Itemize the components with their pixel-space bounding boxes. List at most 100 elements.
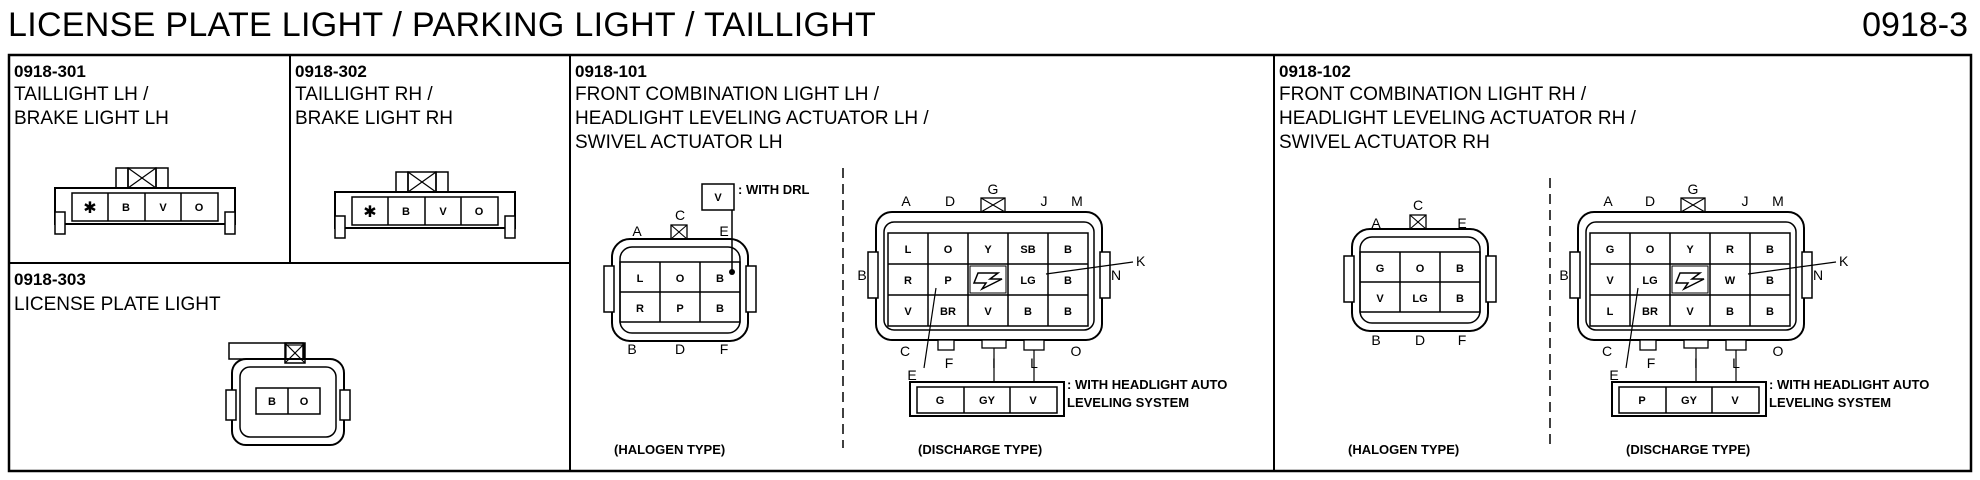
pin-b: B: [1456, 263, 1464, 275]
pos-o: O: [1071, 343, 1082, 359]
pos-f: F: [1647, 355, 1656, 371]
pin-o: O: [1416, 263, 1425, 275]
halogen-caption: (HALOGEN TYPE): [614, 442, 725, 457]
pin-g: G: [1606, 244, 1615, 256]
pin-w: W: [1725, 275, 1736, 287]
pin-b: B: [716, 273, 724, 285]
pin-b: B: [1456, 293, 1464, 305]
auto-level-note-1: : WITH HEADLIGHT AUTO: [1067, 377, 1227, 392]
pos-m: M: [1071, 193, 1083, 209]
pos-c: C: [1602, 343, 1612, 359]
connector-label-line-2: BRAKE LIGHT LH: [14, 108, 169, 129]
connector-label-line-1: FRONT COMBINATION LIGHT LH /: [575, 84, 880, 105]
halogen-connector-rh: A C E G O B V LG B B D F: [1343, 197, 1497, 348]
pin-lg: LG: [1412, 293, 1427, 305]
pin-lg: LG: [1642, 275, 1657, 287]
pin-r: R: [636, 303, 644, 315]
drl-note: : WITH DRL: [738, 182, 810, 197]
pin-br: BR: [1642, 306, 1658, 318]
pin-l: L: [637, 273, 644, 285]
pin-o: O: [300, 396, 309, 408]
pos-j: J: [1742, 193, 1749, 209]
pos-c: C: [675, 207, 685, 223]
pos-e: E: [1457, 215, 1466, 231]
pin-sb: SB: [1020, 244, 1035, 256]
pin-gy: GY: [979, 395, 996, 407]
connector-label-line-1: TAILLIGHT LH /: [14, 84, 149, 105]
pin-v: V: [1029, 395, 1037, 407]
halogen-connector-lh: V : WITH DRL A C E L O B R P B B D: [603, 182, 810, 357]
pos-d: D: [945, 193, 955, 209]
auto-level-note-2: LEVELING SYSTEM: [1067, 395, 1189, 410]
pos-c: C: [900, 343, 910, 359]
connector-label-line-3: SWIVEL ACTUATOR LH: [575, 132, 783, 153]
pos-a: A: [1603, 193, 1613, 209]
pos-b: B: [857, 267, 866, 283]
pos-f: F: [945, 355, 954, 371]
connector-code: 0918-102: [1279, 62, 1351, 81]
pin-g: G: [1376, 263, 1385, 275]
pos-j: J: [1041, 193, 1048, 209]
pin-star: ✱: [363, 204, 376, 221]
connector-code: 0918-303: [14, 270, 86, 289]
connector-label-line-2: HEADLIGHT LEVELING ACTUATOR RH /: [1279, 108, 1637, 129]
pin-p: P: [944, 275, 951, 287]
pin-r: R: [904, 275, 912, 287]
pin-star: ✱: [83, 200, 96, 217]
pin-o: O: [1646, 244, 1655, 256]
pos-b: B: [1371, 332, 1380, 348]
pin-v: V: [904, 306, 912, 318]
pos-a: A: [901, 193, 911, 209]
pin-gy: GY: [1681, 395, 1698, 407]
pos-f: F: [720, 341, 729, 357]
pos-b: B: [1559, 267, 1568, 283]
pin-b: B: [402, 206, 410, 218]
pos-n: N: [1813, 267, 1823, 283]
panel-0918-301: 0918-301 TAILLIGHT LH / BRAKE LIGHT LH ✱…: [14, 62, 236, 235]
pin-b: B: [268, 396, 276, 408]
pin-v: V: [159, 202, 167, 214]
pin-l: L: [905, 244, 912, 256]
page-title: LICENSE PLATE LIGHT / PARKING LIGHT / TA…: [8, 6, 877, 44]
unused-cavity-icon: [1674, 272, 1705, 291]
panel-0918-102: 0918-102 FRONT COMBINATION LIGHT RH / HE…: [1279, 62, 1929, 457]
pos-o: O: [1773, 343, 1784, 359]
pin-br: BR: [940, 306, 956, 318]
pos-c: C: [1413, 197, 1423, 213]
pin-v: V: [1731, 395, 1739, 407]
halogen-caption: (HALOGEN TYPE): [1348, 442, 1459, 457]
connector-label-line-3: SWIVEL ACTUATOR RH: [1279, 132, 1490, 153]
pin-b: B: [1024, 306, 1032, 318]
pin-v: V: [1686, 306, 1694, 318]
page-code: 0918-3: [1862, 6, 1968, 44]
connector-label-line-2: BRAKE LIGHT RH: [295, 108, 453, 129]
pin-y: Y: [1686, 244, 1694, 256]
pin-o: O: [944, 244, 953, 256]
pin-o: O: [195, 202, 204, 214]
pos-k: K: [1136, 253, 1146, 269]
discharge-caption: (DISCHARGE TYPE): [1626, 442, 1750, 457]
pin-p: P: [676, 303, 683, 315]
tail-connector-rh: ✱ B V O: [334, 171, 516, 239]
pos-f: F: [1458, 332, 1467, 348]
tail-connector-lh: ✱ B V O: [54, 167, 236, 235]
drl-pin: V: [714, 192, 722, 204]
pin-p: P: [1638, 395, 1645, 407]
connector-label-line-1: TAILLIGHT RH /: [295, 84, 433, 105]
pin-y: Y: [984, 244, 992, 256]
pin-b: B: [1726, 306, 1734, 318]
pos-e: E: [907, 367, 916, 383]
pos-d: D: [675, 341, 685, 357]
pos-k: K: [1839, 253, 1849, 269]
connector-label-line-1: FRONT COMBINATION LIGHT RH /: [1279, 84, 1587, 105]
pin-l: L: [1607, 306, 1614, 318]
pin-lg: LG: [1020, 275, 1035, 287]
pin-r: R: [1726, 244, 1734, 256]
pos-d: D: [1645, 193, 1655, 209]
connector-label-line-1: LICENSE PLATE LIGHT: [14, 294, 221, 315]
drl-pin-box: [701, 183, 735, 211]
pin-g: G: [936, 395, 945, 407]
auto-level-note-2: LEVELING SYSTEM: [1769, 395, 1891, 410]
pin-v: V: [984, 306, 992, 318]
